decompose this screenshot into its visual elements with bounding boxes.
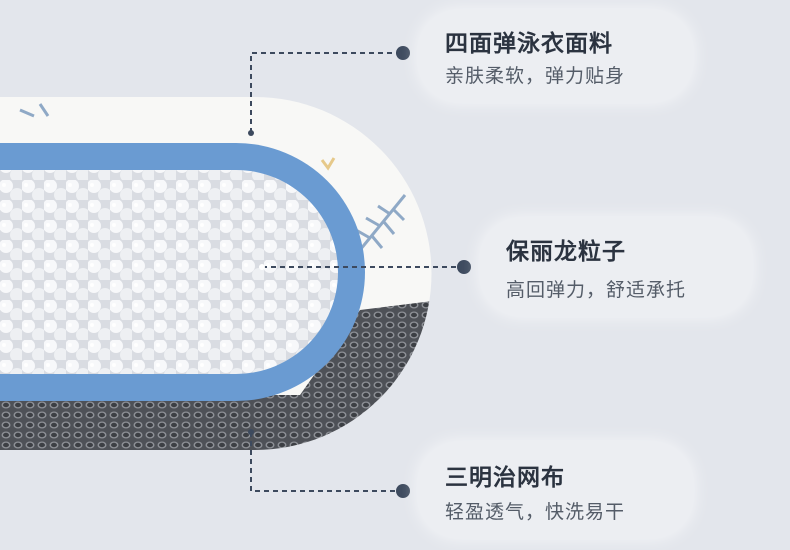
label-subtitle: 亲肤柔软，弹力贴身 — [445, 65, 626, 87]
label-subtitle: 高回弹力，舒适承托 — [506, 279, 687, 301]
leader-lines — [250, 52, 464, 492]
label-card-fabric — [418, 10, 693, 102]
mesh-layer — [0, 300, 432, 450]
label-subtitle: 轻盈透气，快洗易干 — [445, 501, 626, 523]
label-title: 四面弹泳衣面料 — [445, 31, 613, 57]
anchor-dot — [248, 429, 254, 435]
label-card-beads — [480, 218, 752, 316]
foam-beads — [0, 170, 338, 374]
label-title: 三明治网布 — [445, 465, 565, 491]
leaf-pattern-icon — [19, 103, 407, 251]
label-dot — [396, 46, 410, 60]
label-dot — [396, 484, 410, 498]
label-title: 保丽龙粒子 — [506, 239, 626, 265]
anchor-dot — [259, 264, 265, 270]
anchor-dot — [248, 130, 254, 136]
label-dot — [457, 260, 471, 274]
label-card-mesh — [418, 442, 693, 538]
